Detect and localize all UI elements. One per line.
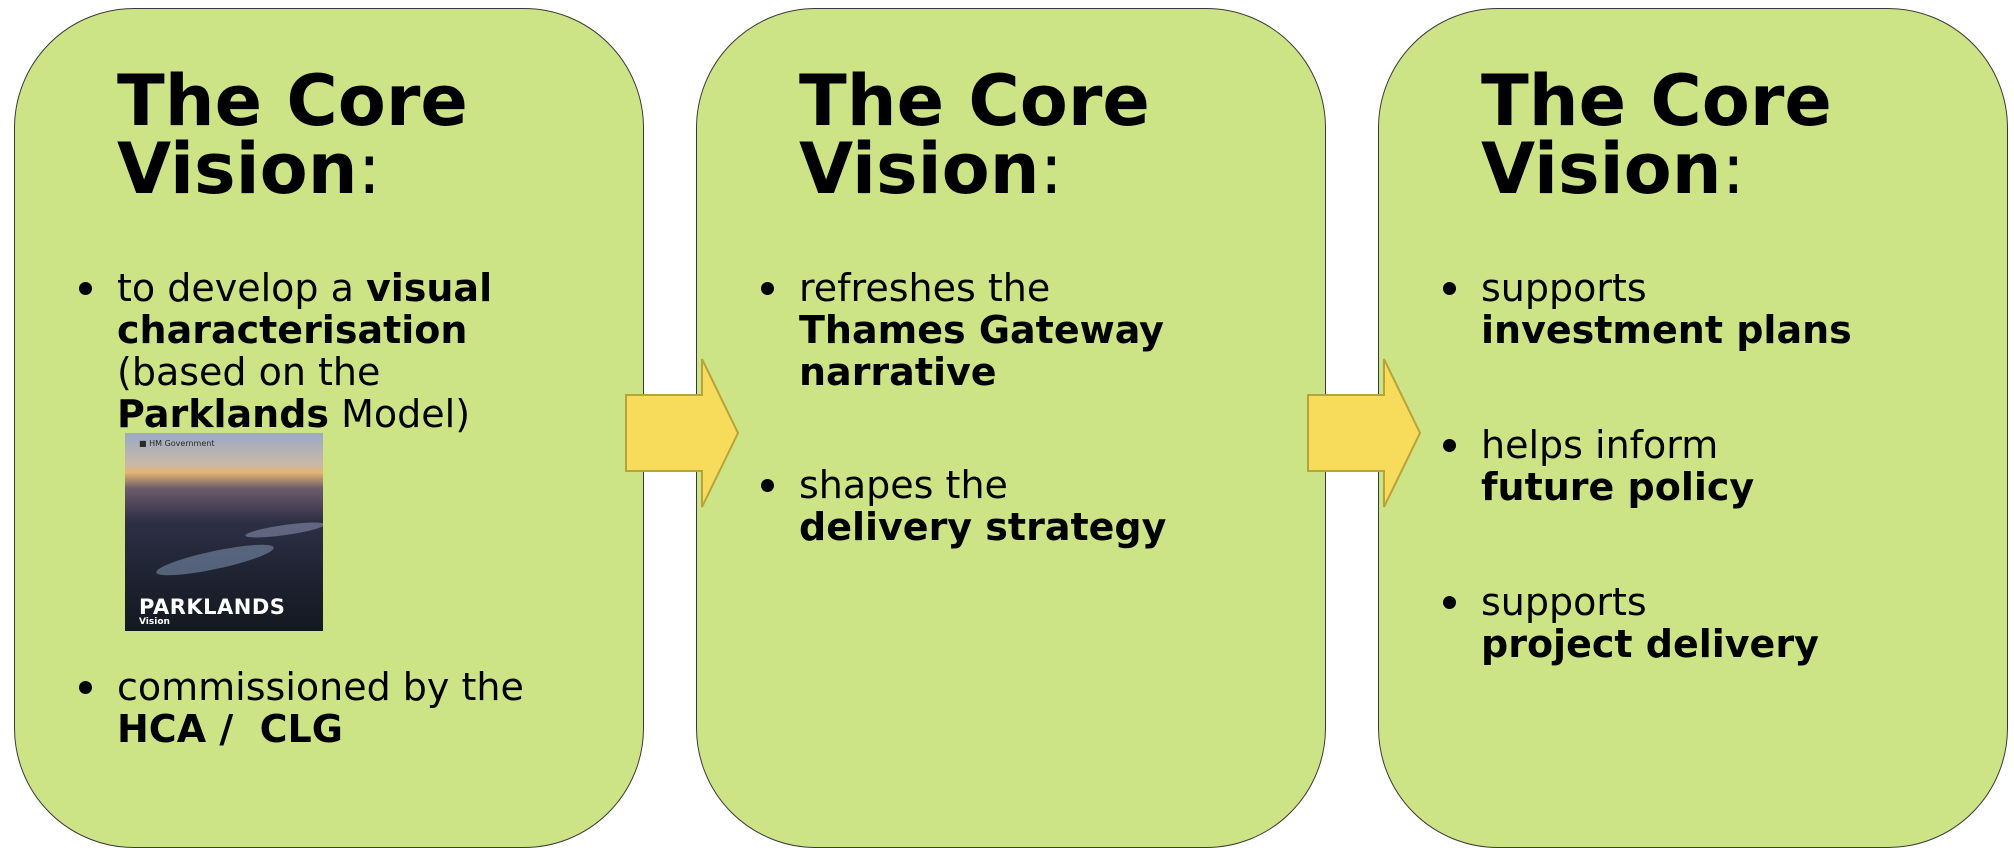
bullet-list: supports project delivery — [1443, 580, 2001, 666]
bullet-text: Model) — [329, 392, 471, 436]
title-line-1: The Core — [799, 60, 1150, 142]
right-arrow-icon — [1307, 358, 1422, 508]
cover-brand: ■ HM Government — [139, 439, 215, 448]
panel-1: The Core Vision: to develop a visual cha… — [14, 8, 644, 848]
bullet-text: commissioned by the — [117, 665, 524, 709]
bullet-bold-text: Thames Gateway — [799, 308, 1164, 352]
cover-title: PARKLANDS — [139, 595, 286, 619]
bullet-bold-text: narrative — [799, 350, 997, 394]
parklands-cover-image: ■ HM Government PARKLANDS Vision — [125, 433, 323, 631]
river-shape — [154, 538, 276, 582]
title-line-2: Vision — [799, 128, 1040, 210]
bullet-bold-text: project delivery — [1481, 622, 1819, 666]
bullet-text: helps inform — [1481, 423, 1719, 467]
bullet-text: supports — [1481, 580, 1647, 624]
list-item: shapes the delivery strategy — [761, 463, 1319, 549]
title-colon: : — [357, 128, 382, 210]
bullet-text: refreshes the — [799, 266, 1051, 310]
list-item: to develop a visual characterisation (ba… — [79, 266, 637, 436]
title-line-1: The Core — [1481, 60, 1832, 142]
bullet-text: supports — [1481, 266, 1647, 310]
list-item: helps inform future policy — [1443, 423, 2001, 509]
list-item: supports project delivery — [1443, 580, 2001, 666]
bullet-list: supports investment plans — [1443, 266, 2001, 352]
bullet-bold-text: future policy — [1481, 465, 1755, 509]
river-shape — [244, 519, 323, 541]
bullet-bold-text: investment plans — [1481, 308, 1852, 352]
list-item: commissioned by the HCA / CLG — [79, 665, 637, 751]
title-colon: : — [1039, 128, 1064, 210]
title-colon: : — [1721, 128, 1746, 210]
bullet-list: refreshes the Thames Gateway narrative — [761, 266, 1319, 394]
title-line-1: The Core — [117, 60, 468, 142]
bullet-bold-text: visual — [365, 266, 493, 310]
panel-title: The Core Vision: — [799, 60, 1299, 204]
cover-subtitle: Vision — [139, 617, 170, 627]
bullet-bold-text: characterisation — [117, 308, 468, 352]
bullet-bold-text: delivery strategy — [799, 505, 1167, 549]
bullet-list: helps inform future policy — [1443, 423, 2001, 509]
bullet-text: (based on the — [117, 350, 381, 394]
panel-3: The Core Vision: supports investment pla… — [1378, 8, 2008, 848]
panel-title: The Core Vision: — [117, 60, 617, 204]
bullet-list: commissioned by the HCA / CLG — [79, 665, 637, 751]
title-line-2: Vision — [117, 128, 358, 210]
bullet-list: to develop a visual characterisation (ba… — [79, 266, 637, 436]
list-item: refreshes the Thames Gateway narrative — [761, 266, 1319, 394]
bullet-bold-text: HCA / CLG — [117, 707, 343, 751]
right-arrow-icon — [625, 358, 740, 508]
panel-2: The Core Vision: refreshes the Thames Ga… — [696, 8, 1326, 848]
bullet-bold-text: Parklands — [117, 392, 330, 436]
bullet-list: shapes the delivery strategy — [761, 463, 1319, 549]
title-line-2: Vision — [1481, 128, 1722, 210]
bullet-text: to develop a — [117, 266, 366, 310]
bullet-text: shapes the — [799, 463, 1008, 507]
panel-title: The Core Vision: — [1481, 60, 1981, 204]
list-item: supports investment plans — [1443, 266, 2001, 352]
